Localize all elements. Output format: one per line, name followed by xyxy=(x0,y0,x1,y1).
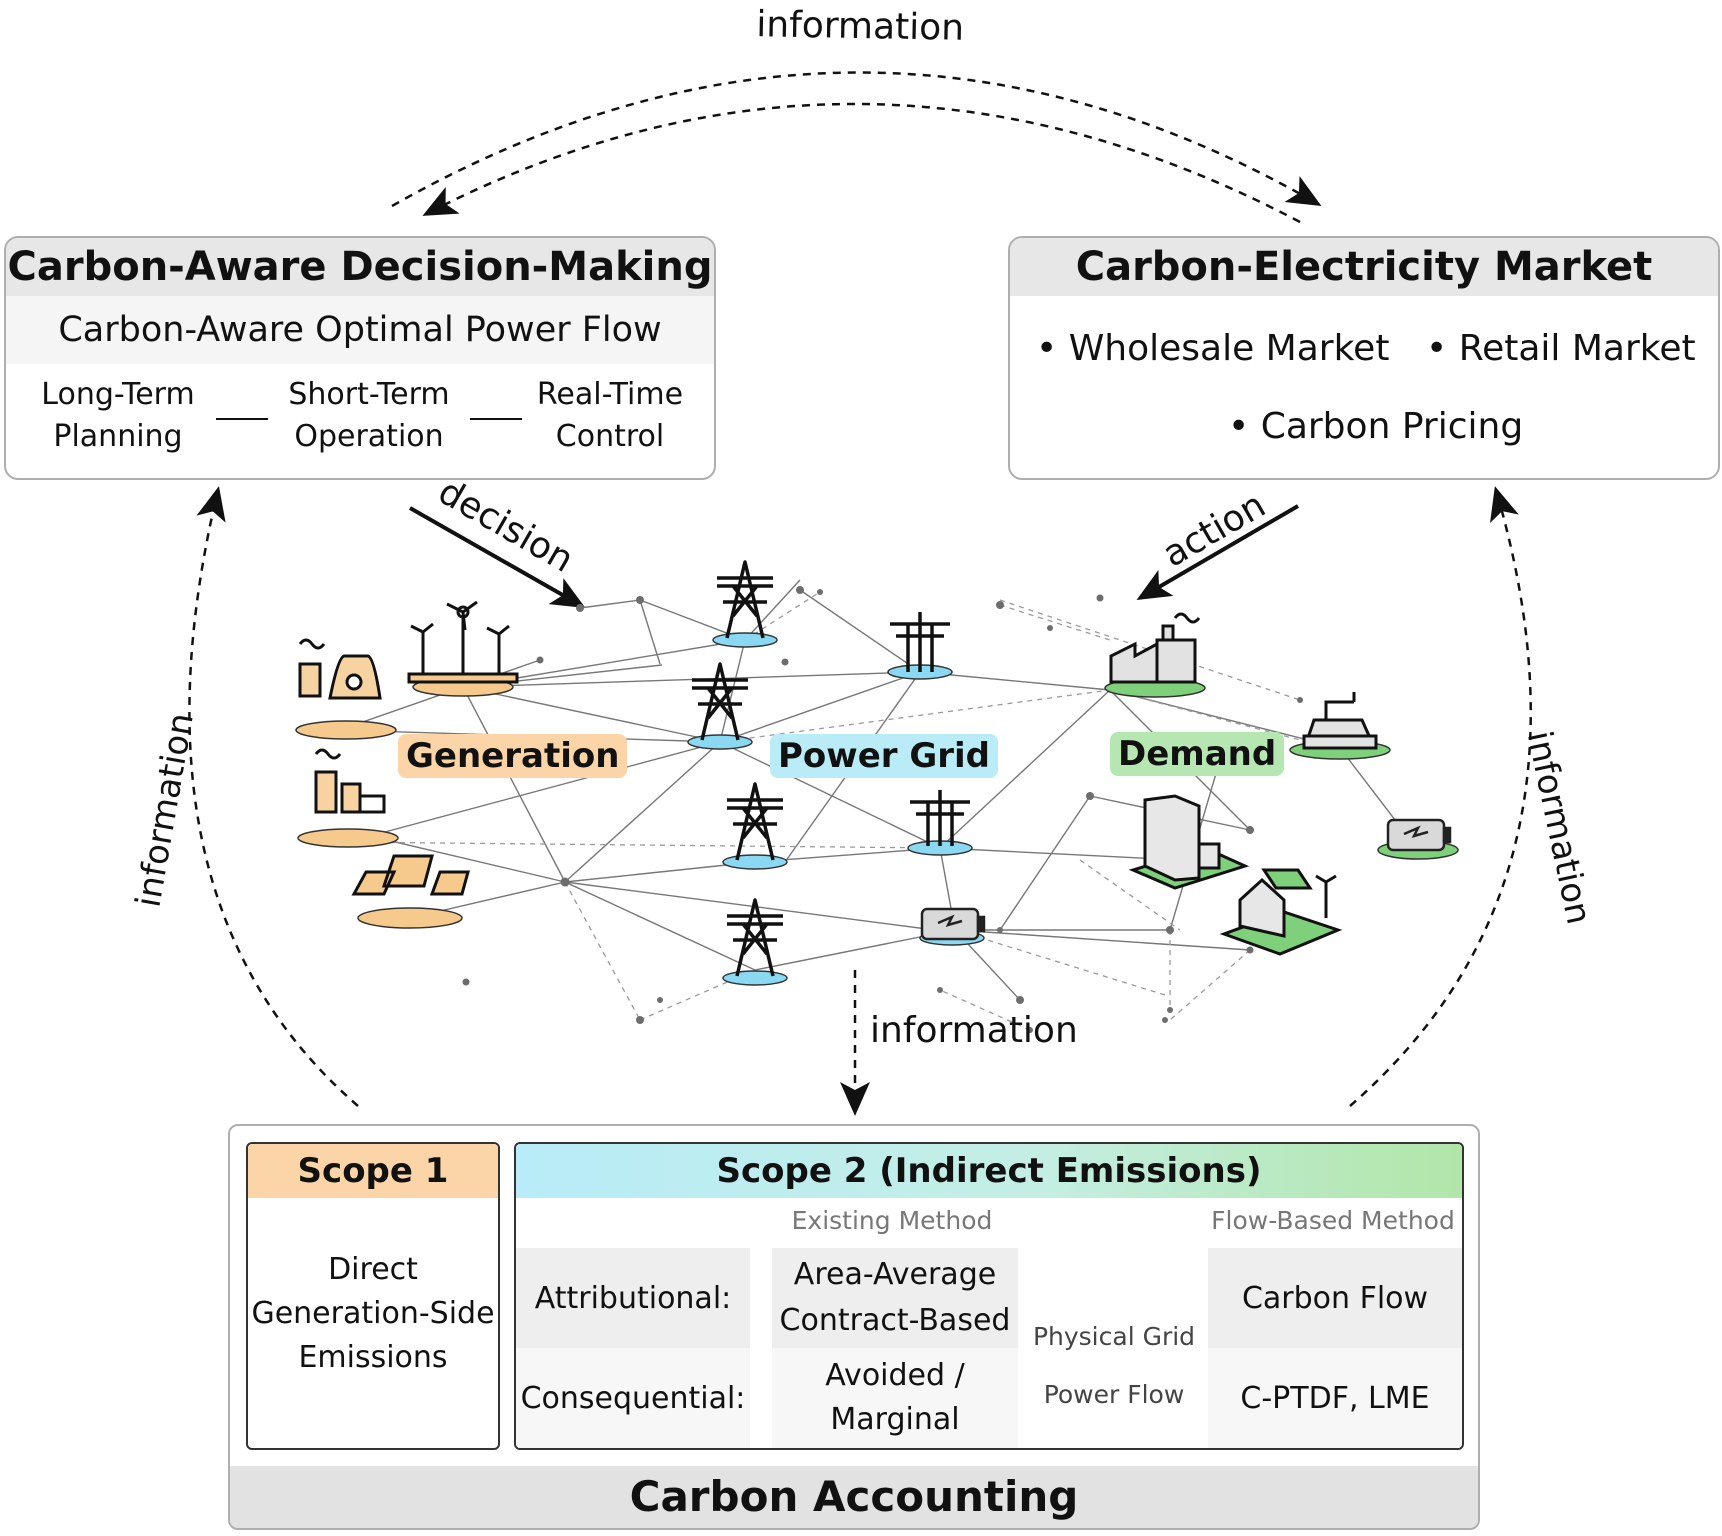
decision-making-box: Carbon-Aware Decision-Making Carbon-Awar… xyxy=(4,236,716,480)
bullet-icon: • xyxy=(1036,328,1069,369)
stage-connector xyxy=(470,418,522,420)
decision-arrow xyxy=(409,506,586,608)
market-box-title: Carbon-Electricity Market xyxy=(1010,238,1718,296)
stage-real-time: Real-Time Control xyxy=(536,377,684,454)
battery-icons xyxy=(920,818,1452,941)
stage-connector xyxy=(216,418,268,420)
market-item-wholesale: • Wholesale Market xyxy=(1036,328,1390,369)
info-arrow-left xyxy=(188,486,359,1107)
power-grid-label: Power Grid xyxy=(770,734,999,778)
market-item-carbon-pricing: • Carbon Pricing xyxy=(1228,406,1524,447)
action-arrow xyxy=(1136,504,1300,601)
scope2-title: Scope 2 (Indirect Emissions) xyxy=(516,1144,1462,1198)
decision-box-title: Carbon-Aware Decision-Making xyxy=(6,238,714,296)
demand-icons xyxy=(1109,612,1378,956)
market-box: Carbon-Electricity Market • Wholesale Ma… xyxy=(1008,236,1720,480)
scope2-panel: Scope 2 (Indirect Emissions) Existing Me… xyxy=(514,1142,1464,1450)
info-arrow-right xyxy=(1349,486,1532,1107)
carbon-accounting-box: Scope 1 Direct Generation-Side Emissions… xyxy=(228,1124,1480,1530)
bullet-icon: • xyxy=(1426,328,1459,369)
info-label-bottom: information xyxy=(870,1010,1078,1051)
utility-pole-icons xyxy=(890,612,970,846)
info-label-top: information xyxy=(756,4,964,49)
flow-method-header: Flow-Based Method xyxy=(1211,1206,1455,1235)
info-arrow-top-outer xyxy=(391,71,1322,208)
bullet-icon: • xyxy=(1228,406,1261,447)
flow-cell-attributional: Carbon Flow xyxy=(1208,1248,1462,1348)
scope1-text: Direct Generation-Side Emissions xyxy=(251,1252,495,1375)
stage-long-term: Long-Term Planning xyxy=(41,377,195,454)
scope1-panel: Scope 1 Direct Generation-Side Emissions xyxy=(246,1142,500,1450)
scope1-title: Scope 1 xyxy=(248,1144,498,1198)
stage-short-term: Short-Term Operation xyxy=(288,377,450,454)
physical-grid-label: Physical Grid xyxy=(1032,1322,1196,1351)
existing-cell-consequential: Avoided / Marginal xyxy=(772,1348,1018,1448)
network-dashed-edges xyxy=(339,591,1301,1031)
generation-icons xyxy=(298,600,519,896)
power-flow-label: Power Flow xyxy=(1043,1380,1185,1409)
demand-label: Demand xyxy=(1110,732,1285,776)
existing-method-header: Existing Method xyxy=(791,1206,993,1235)
stage-row: Long-Term Planning Short-Term Operation … xyxy=(6,364,714,474)
info-label-left: information xyxy=(128,710,201,910)
info-arrow-top-inner xyxy=(422,102,1301,224)
info-label-right: information xyxy=(1519,728,1599,928)
row-label-attributional: Attributional: xyxy=(516,1248,750,1348)
market-item-retail: • Retail Market xyxy=(1426,328,1696,369)
carbon-accounting-title: Carbon Accounting xyxy=(230,1466,1478,1528)
row-label-consequential: Consequential: xyxy=(516,1348,750,1448)
tower-icons xyxy=(692,560,783,977)
flow-cell-consequential: C-PTDF, LME xyxy=(1208,1348,1462,1448)
existing-cell-attributional: Area-Average Contract-Based xyxy=(772,1248,1018,1348)
decision-box-subtitle: Carbon-Aware Optimal Power Flow xyxy=(6,296,714,364)
generation-label: Generation xyxy=(398,734,628,778)
action-label: action xyxy=(1156,485,1272,576)
